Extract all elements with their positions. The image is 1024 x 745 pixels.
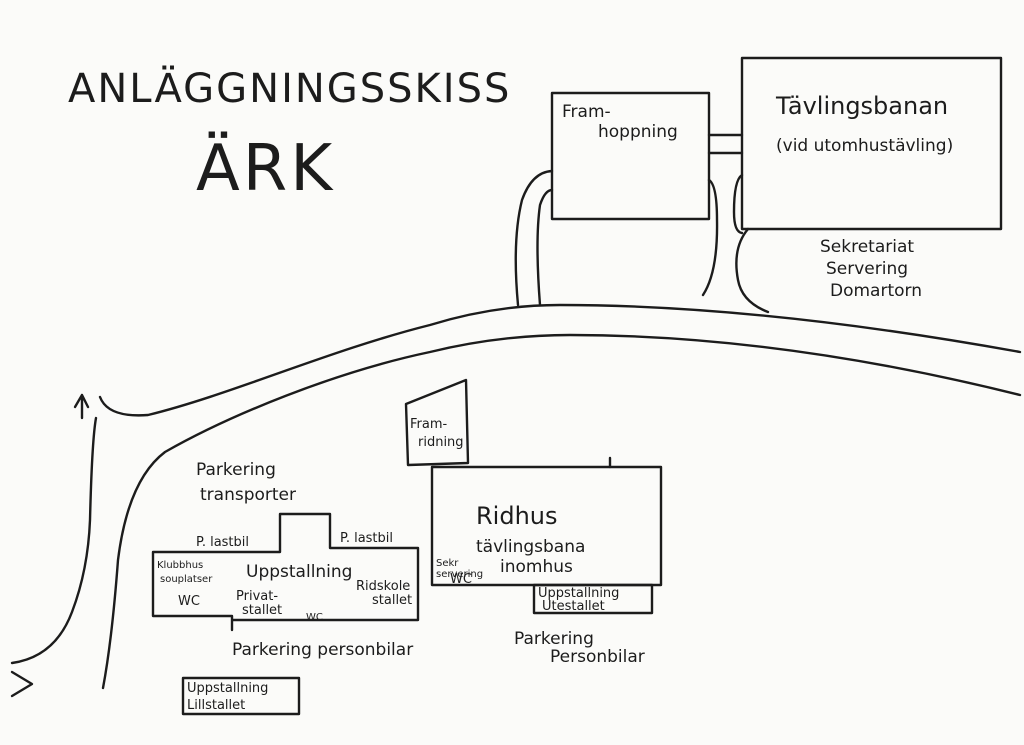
uppstallning-building <box>151 512 420 632</box>
lillstallet-label-2: Lillstallet <box>187 698 245 713</box>
souplatser-label: souplatser <box>160 574 213 585</box>
tavlingsbanan-box <box>740 56 1003 231</box>
lillstallet-label-1: Uppstallning <box>187 681 268 696</box>
box-connector <box>707 133 744 155</box>
framridning-box <box>404 378 470 467</box>
branch-framhoppning-in-outer <box>514 169 554 307</box>
utestallet-label-1: Uppstallning <box>538 586 619 601</box>
main-road-upper-edge <box>98 303 1022 417</box>
framhoppning-label-2: hoppning <box>598 122 678 142</box>
tavlingsbanan-label-1: Tävlingsbanan <box>775 92 948 120</box>
branch-framhoppning-out <box>701 178 719 297</box>
klubbhus-label: Klubbhus <box>157 560 203 571</box>
framhoppning-label-1: Fram- <box>562 102 611 122</box>
sekretariat-label: Sekretariat <box>820 237 914 257</box>
main-road-lower-edge <box>101 333 1022 690</box>
servering-label: Servering <box>826 259 908 279</box>
wc-mid-label: WC <box>306 612 323 623</box>
ridhus-sub-label-1: tävlingsbana <box>476 537 585 557</box>
title-line-2: ÄRK <box>196 131 335 206</box>
framridning-label-1: Fram- <box>410 417 448 432</box>
privatstallet-label-2: stallet <box>242 603 282 618</box>
utestallet-box <box>532 583 654 615</box>
wc-left-label: WC <box>178 594 200 609</box>
parkering-transporter-label-1: Parkering <box>196 460 276 480</box>
uppstallning-label: Uppstallning <box>246 562 352 582</box>
framhoppning-box <box>550 91 711 221</box>
p-lastbil-right-label: P. lastbil <box>340 531 393 546</box>
branch-tavling-out <box>735 227 770 314</box>
lillstallet-box <box>181 676 301 716</box>
servering-small-label: servering <box>436 569 483 580</box>
ridhus-wc-label: WC <box>450 572 472 587</box>
domartorn-label: Domartorn <box>830 281 922 301</box>
utestallet-label-2: Utestallet <box>542 599 605 614</box>
infart-arrow-icon <box>10 670 34 698</box>
parkering-personbilar-left-label: Parkering personbilar <box>232 640 413 660</box>
sekr-label: Sekr <box>436 558 459 569</box>
framridning-label-2: ridning <box>418 435 464 450</box>
title-line-1: ANLÄGGNINGSSKISS <box>68 64 511 112</box>
ridhus-label: Ridhus <box>476 502 558 530</box>
p-lastbil-left-label: P. lastbil <box>196 535 249 550</box>
ridskole-label-2: stallet <box>372 593 412 608</box>
ridhus-sub-label-2: inomhus <box>500 557 573 577</box>
tavlingsbanan-label-2: (vid utomhustävling) <box>776 136 953 156</box>
exit-road-edge <box>10 416 98 665</box>
branch-framhoppning-in-inner <box>536 188 554 307</box>
parkering-transporter-label-2: transporter <box>200 485 296 505</box>
parkering-personbilar-right-label-2: Personbilar <box>550 647 645 667</box>
ridskole-label-1: Ridskole <box>356 579 410 594</box>
branch-tavling-in <box>732 173 744 235</box>
parkering-personbilar-right-label-1: Parkering <box>514 629 594 649</box>
privatstallet-label-1: Privat- <box>236 589 278 604</box>
utfart-arrow-icon <box>73 393 90 420</box>
